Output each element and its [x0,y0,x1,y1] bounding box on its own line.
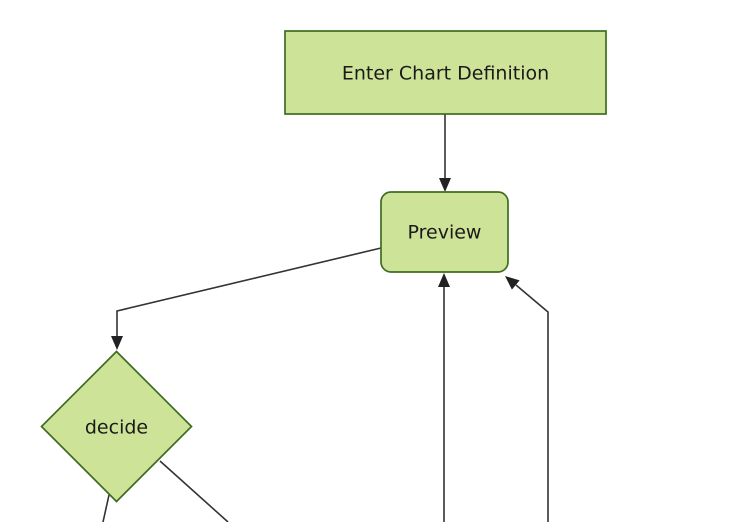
edge-preview-to-decide [116,247,382,337]
edge-decide-out-right [159,460,229,522]
node-label-decide: decide [85,417,148,439]
node-label-enter-chart-definition: Enter Chart Definition [342,63,549,85]
arrowhead-enter-to-preview [439,178,451,192]
arrowhead-return-to-preview-center [438,273,450,287]
arrowhead-return-to-preview-right [505,276,520,290]
node-layer: Enter Chart Definition Preview decide [40,30,607,503]
edge-return-to-preview-right [515,284,549,522]
node-label-preview: Preview [408,222,482,244]
node-decide [40,350,193,503]
edge-layer [102,114,549,522]
node-preview [380,191,509,273]
arrowhead-preview-to-decide [111,336,123,350]
node-enter-chart-definition [284,30,607,115]
edge-decide-out-left [102,494,110,522]
